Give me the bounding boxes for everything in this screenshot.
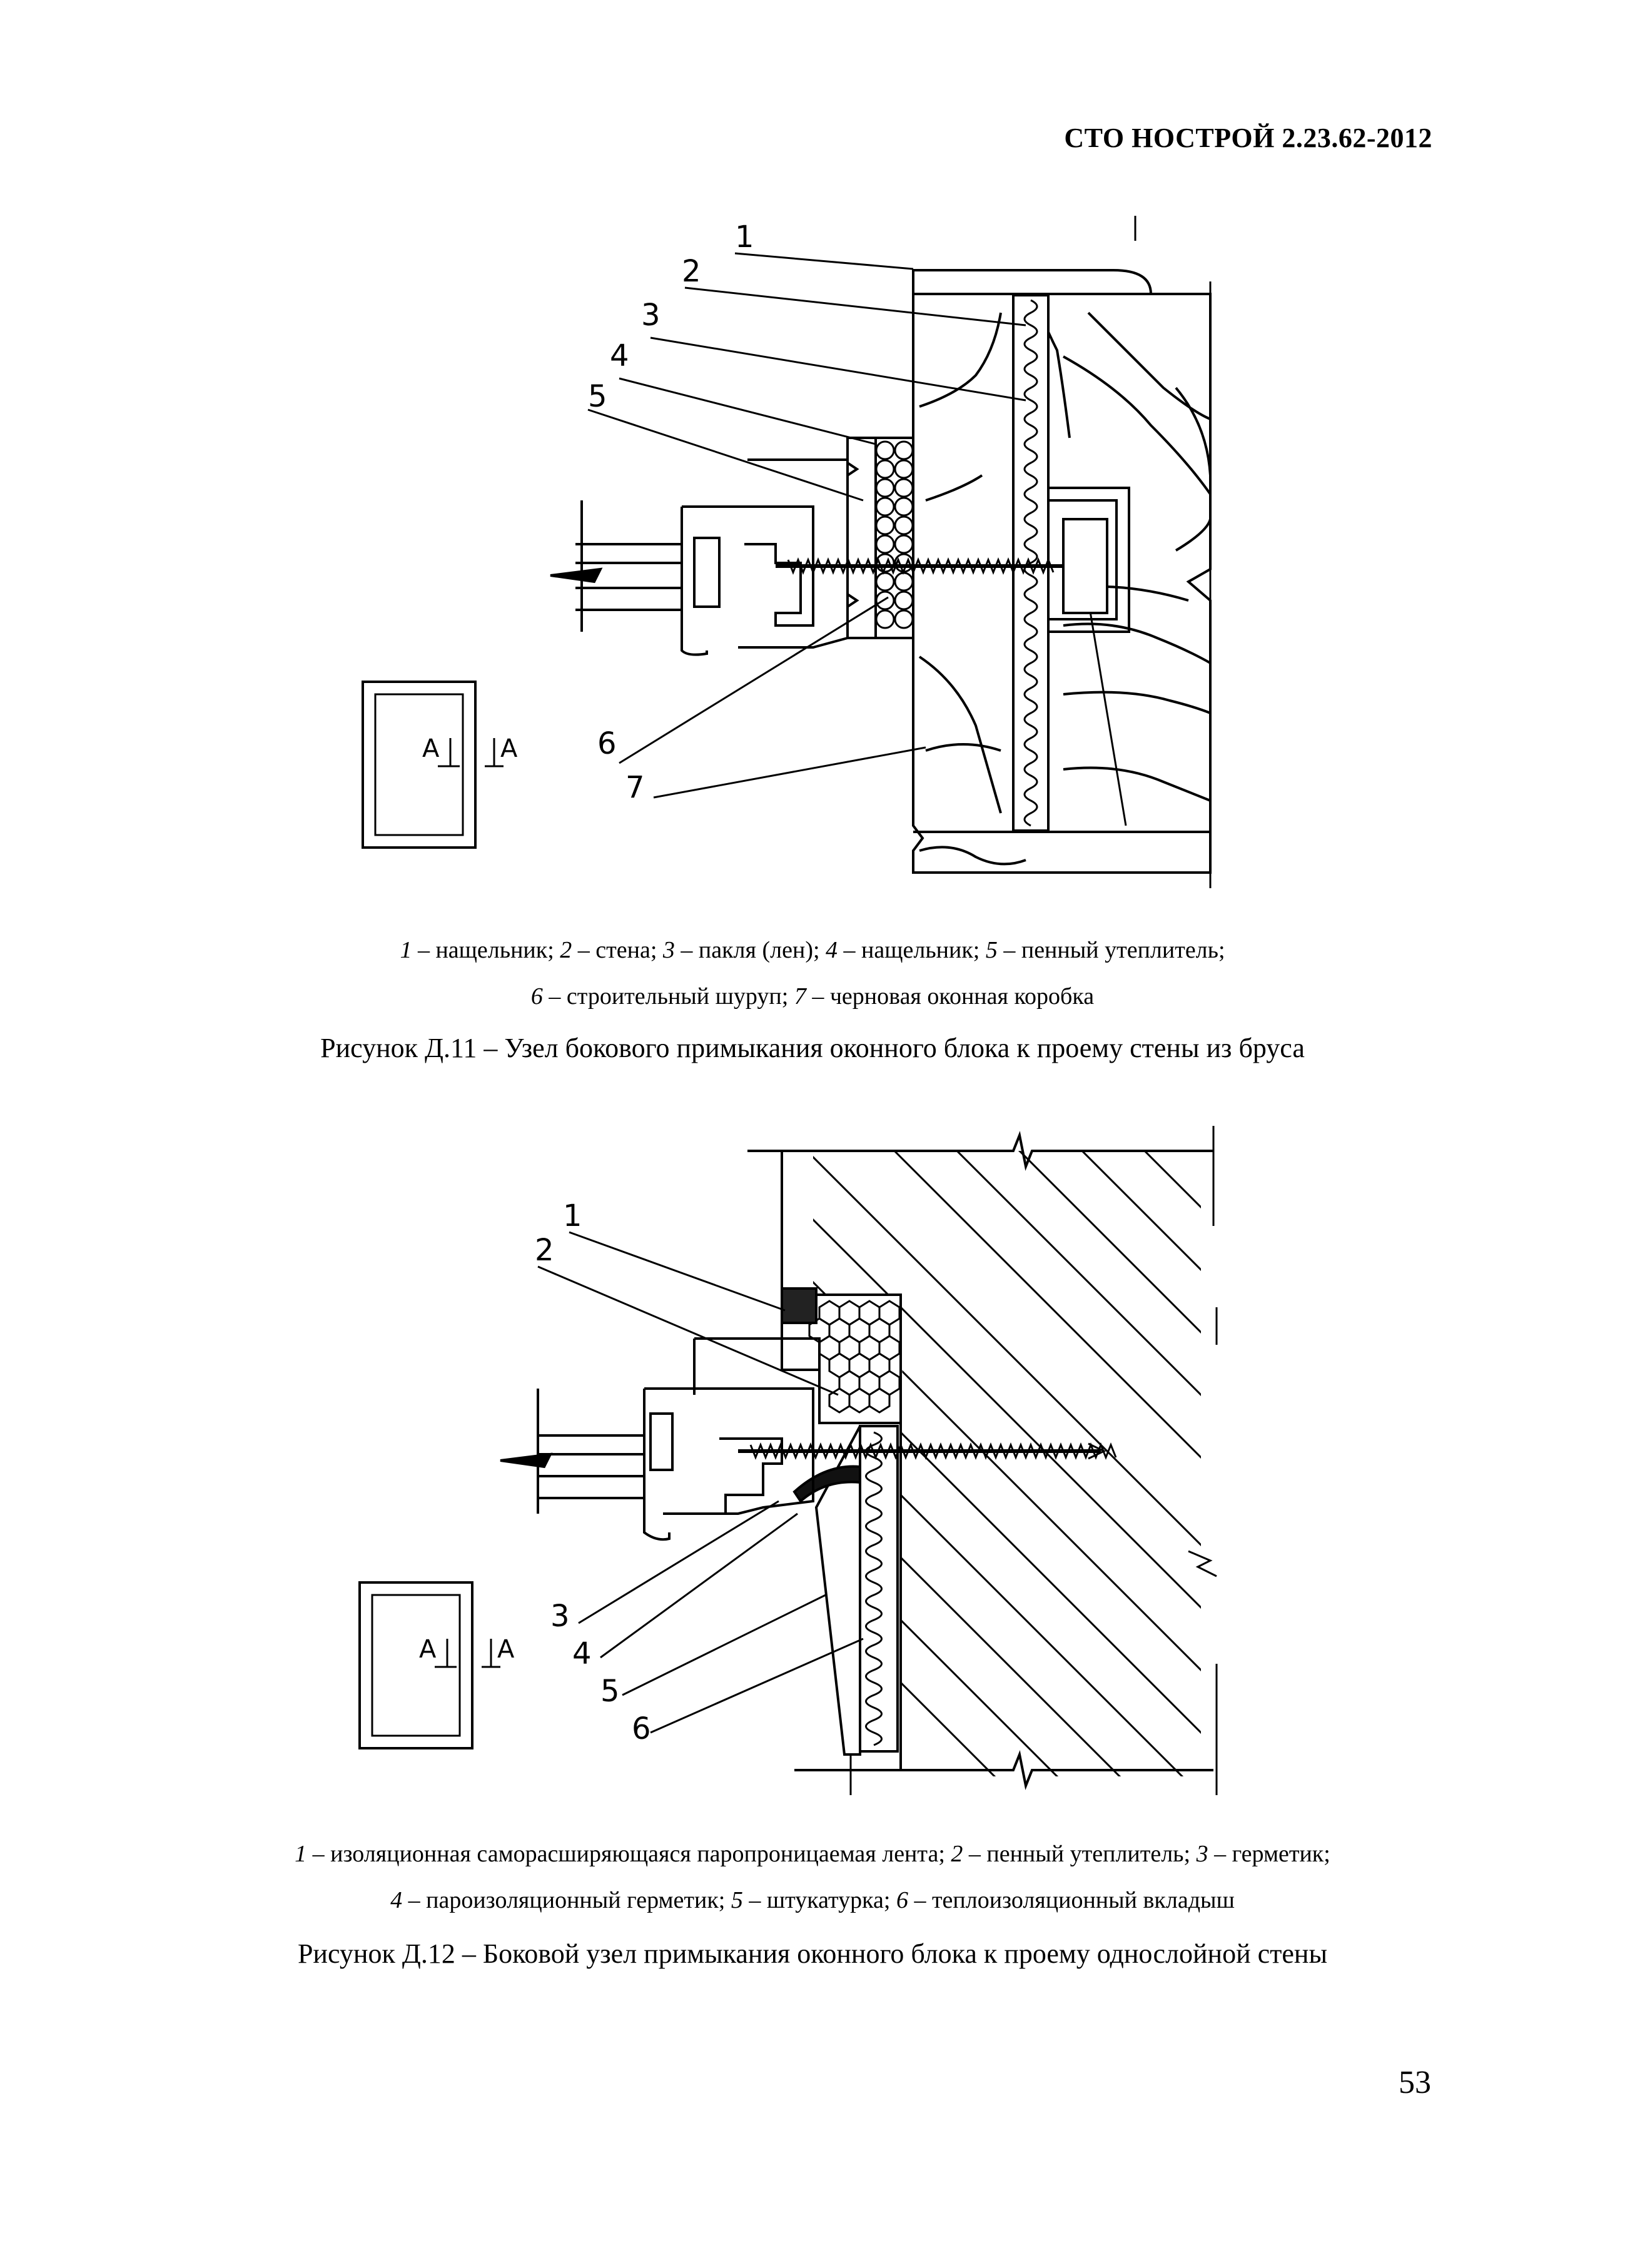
fig1-legend-line1: 1 – нащельник; 2 – стена; 3 – пакля (лен… bbox=[400, 937, 1225, 963]
figure-d12-legend: 1 – изоляционная саморасширяющаяся пароп… bbox=[0, 1842, 1625, 1912]
fig2-callout-5: 5 bbox=[600, 1674, 620, 1709]
fig1-callout-1: 1 bbox=[735, 220, 754, 255]
fig2-callout-3: 3 bbox=[550, 1599, 570, 1634]
fig1-section-right: A bbox=[500, 734, 518, 763]
page-number: 53 bbox=[1399, 2065, 1431, 2100]
fig2-callout-6: 6 bbox=[632, 1711, 651, 1746]
fig1-section-left: A bbox=[422, 734, 440, 763]
fig2-callout-2: 2 bbox=[535, 1233, 554, 1268]
fig2-callout-1: 1 bbox=[563, 1198, 582, 1233]
figure-d12-caption: Рисунок Д.12 – Боковой узел примыкания о… bbox=[297, 1938, 1328, 1969]
figure-d11-drawing: 1 2 3 4 5 6 7 A A bbox=[0, 0, 1625, 901]
fig2-callout-4: 4 bbox=[572, 1636, 592, 1671]
figure-d11-legend: 1 – нащельник; 2 – стена; 3 – пакля (лен… bbox=[0, 938, 1625, 1008]
fig2-legend-line1: 1 – изоляционная саморасширяющаяся пароп… bbox=[295, 1841, 1330, 1867]
fig1-callout-3: 3 bbox=[641, 298, 661, 333]
figure-d12-drawing: 1 2 3 4 5 6 A A bbox=[0, 1101, 1625, 1814]
fig1-callout-4: 4 bbox=[610, 338, 629, 373]
fig1-legend-line2: 6 – строительный шуруп; 7 – черновая око… bbox=[530, 983, 1095, 1010]
fig1-callout-2: 2 bbox=[682, 254, 701, 289]
fig1-callout-6: 6 bbox=[597, 726, 617, 761]
fig1-callout-5: 5 bbox=[588, 379, 607, 414]
fig1-callout-7: 7 bbox=[625, 770, 645, 805]
figure-d12-svg: 1 2 3 4 5 6 A A bbox=[358, 1126, 1218, 1795]
figure-d11-svg: 1 2 3 4 5 6 7 A A bbox=[362, 216, 1212, 888]
fig2-section-left: A bbox=[419, 1635, 437, 1664]
fig2-section-right: A bbox=[497, 1635, 515, 1664]
figure-d11-caption: Рисунок Д.11 – Узел бокового примыкания … bbox=[320, 1033, 1305, 1063]
document-code-header: СТО НОСТРОЙ 2.23.62-2012 bbox=[1064, 123, 1432, 153]
fig2-legend-line2: 4 – пароизоляционный герметик; 5 – штука… bbox=[390, 1887, 1235, 1913]
